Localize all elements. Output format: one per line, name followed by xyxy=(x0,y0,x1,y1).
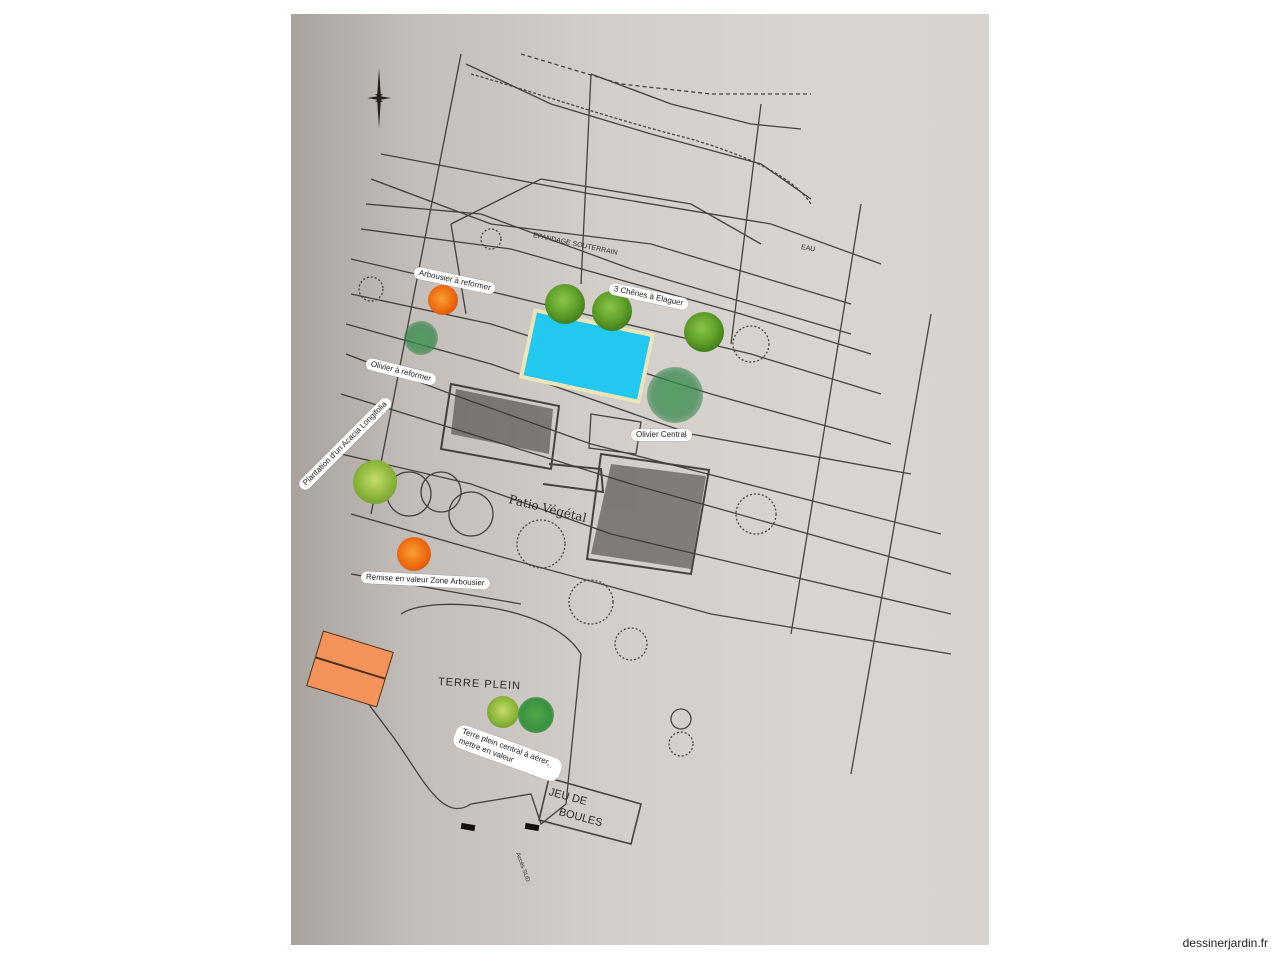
small-tree-icon-terre-plein-1 xyxy=(487,696,519,728)
olive-tree-icon-1 xyxy=(404,321,438,355)
oak-tree-icon-3 xyxy=(684,312,724,352)
watermark: dessinerjardin.fr xyxy=(1182,936,1268,950)
acacia-tree-icon xyxy=(353,460,397,504)
annotation-olivier-central: Olivier Central xyxy=(631,429,692,441)
survey-linework xyxy=(330,53,952,845)
arbousier-tree-icon-1 xyxy=(428,285,458,315)
oak-tree-icon-1 xyxy=(545,284,585,324)
olive-tree-icon-central xyxy=(647,367,703,423)
garden-plan-scan: EPANDAGE SOUTERRAIN EAU Patio Végétal TE… xyxy=(291,14,989,945)
small-tree-icon-terre-plein-2 xyxy=(518,697,554,733)
shed-divider xyxy=(315,656,386,680)
compass-icon xyxy=(367,68,391,128)
arbousier-tree-icon-2 xyxy=(397,537,431,571)
